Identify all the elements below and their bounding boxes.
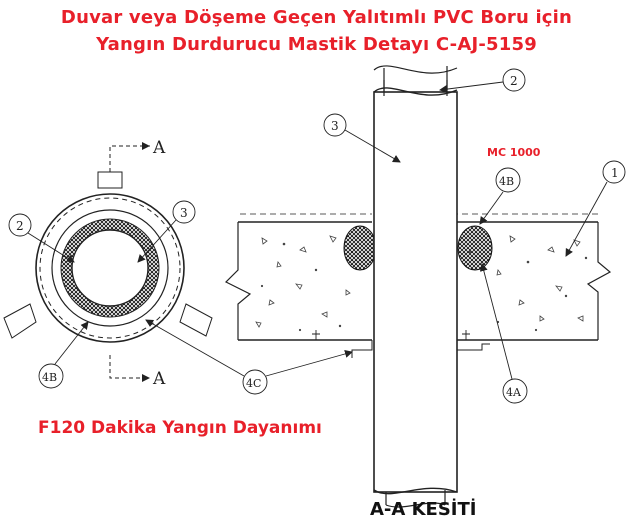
section-callout-4c: 4C	[246, 377, 261, 390]
plan-callout-4b: 4B	[42, 371, 57, 384]
clip-right	[179, 303, 213, 337]
clip-top	[97, 171, 123, 189]
section-callout-4b: 4B	[499, 175, 514, 188]
clip-left	[3, 303, 37, 339]
marker-a-top: A	[152, 138, 166, 158]
annular-outer	[51, 209, 169, 327]
marker-a-bottom: A	[152, 369, 166, 389]
fire-rating-label: F120 Dakika Yangın Dayanımı	[38, 418, 322, 438]
plan-callout-2: 2	[16, 219, 24, 233]
section-view: 2 3 4B 1 4A 4C	[145, 65, 626, 508]
sleeve-dashed	[39, 197, 181, 339]
section-callout-1: 1	[611, 166, 619, 180]
wall-slab	[224, 213, 612, 358]
product-label: MC 1000	[487, 146, 541, 159]
section-title: A-A KESİTİ	[370, 499, 477, 520]
pipe-wall	[71, 229, 149, 307]
section-callout-2: 2	[510, 74, 518, 88]
mastic-seal-left	[343, 225, 377, 271]
plan-view: A A 2 3 4B	[3, 138, 213, 389]
section-marker-bottom: A	[109, 355, 166, 389]
mastic-seal-right	[457, 225, 493, 271]
section-callout-4a: 4A	[506, 386, 522, 399]
title-line-2: Yangın Durdurucu Mastik Detayı C-AJ-5159	[96, 34, 537, 55]
section-marker-top: A	[109, 138, 166, 172]
pvc-pipe	[373, 65, 458, 508]
title-line-1: Duvar veya Döşeme Geçen Yalıtımlı PVC Bo…	[60, 7, 573, 28]
section-callout-3: 3	[331, 119, 339, 133]
plan-callout-3: 3	[180, 206, 188, 220]
